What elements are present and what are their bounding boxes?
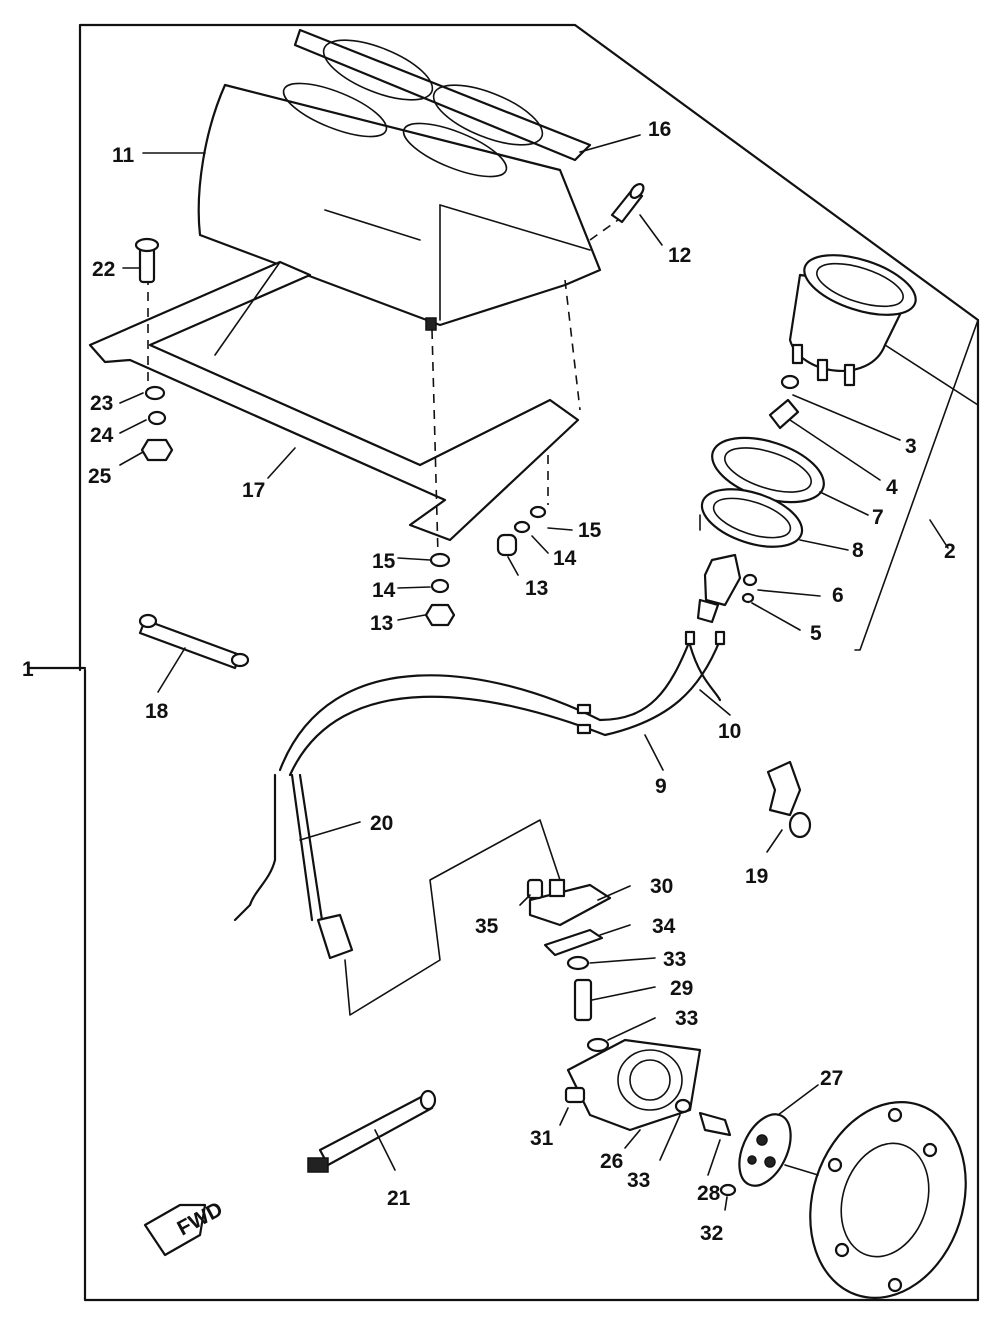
label-35: 35 bbox=[475, 915, 499, 938]
label-27: 27 bbox=[820, 1067, 843, 1090]
gear-housing bbox=[559, 1038, 737, 1211]
drive-gear bbox=[738, 1084, 819, 1187]
label-5: 5 bbox=[810, 622, 822, 645]
label-29: 29 bbox=[670, 977, 693, 1000]
label-15-a: 15 bbox=[372, 550, 396, 573]
label-7: 7 bbox=[872, 506, 884, 529]
meter-cover bbox=[197, 82, 602, 331]
label-13-b: 13 bbox=[525, 577, 548, 600]
label-14-b: 14 bbox=[553, 547, 577, 570]
speedometer-cable bbox=[233, 773, 561, 1016]
leader-lines-right bbox=[751, 319, 979, 651]
meter-housing bbox=[696, 436, 825, 624]
meter-gasket bbox=[293, 28, 592, 162]
label-9: 9 bbox=[655, 775, 667, 798]
label-10: 10 bbox=[718, 720, 741, 743]
bolt-12 bbox=[610, 182, 645, 224]
label-26: 26 bbox=[600, 1150, 623, 1173]
leader-lines-left bbox=[119, 134, 663, 621]
wiring-harness bbox=[278, 630, 731, 777]
label-15-b: 15 bbox=[578, 519, 602, 542]
label-3: 3 bbox=[905, 435, 917, 458]
cable-clip bbox=[766, 760, 812, 853]
label-21: 21 bbox=[387, 1187, 411, 1210]
label-24: 24 bbox=[90, 424, 114, 447]
cable-guide bbox=[138, 613, 250, 693]
label-33-a: 33 bbox=[663, 948, 686, 971]
label-32: 32 bbox=[700, 1222, 723, 1245]
speedometer-unit bbox=[768, 254, 917, 430]
label-19: 19 bbox=[745, 865, 768, 888]
label-4: 4 bbox=[886, 476, 898, 499]
label-13-a: 13 bbox=[370, 612, 393, 635]
label-28: 28 bbox=[697, 1182, 721, 1205]
label-34: 34 bbox=[652, 915, 676, 938]
label-11: 11 bbox=[112, 144, 135, 167]
label-8: 8 bbox=[852, 539, 864, 562]
wheel-hub bbox=[784, 1101, 967, 1299]
bolt-stack-center bbox=[424, 505, 547, 627]
part-labels: 1 2 3 4 5 6 7 8 9 10 11 12 13 13 14 14 1… bbox=[22, 118, 956, 1245]
label-16: 16 bbox=[648, 118, 671, 141]
label-31: 31 bbox=[530, 1127, 554, 1150]
label-12: 12 bbox=[668, 244, 691, 267]
speedo-gear-unit bbox=[519, 878, 656, 1053]
bolt-stack-left bbox=[134, 237, 174, 462]
label-2: 2 bbox=[944, 540, 956, 563]
label-33-b: 33 bbox=[675, 1007, 698, 1030]
label-18: 18 bbox=[145, 700, 169, 723]
tool-21 bbox=[307, 1089, 437, 1173]
forward-arrow-badge: FWD bbox=[143, 1198, 227, 1257]
label-17: 17 bbox=[242, 479, 265, 502]
label-22: 22 bbox=[92, 258, 115, 281]
label-23: 23 bbox=[90, 392, 113, 415]
meter-stay bbox=[88, 260, 580, 542]
label-25: 25 bbox=[88, 465, 112, 488]
label-20: 20 bbox=[370, 812, 393, 835]
label-14-a: 14 bbox=[372, 579, 396, 602]
label-1: 1 bbox=[22, 658, 34, 681]
label-30: 30 bbox=[650, 875, 673, 898]
label-33-c: 33 bbox=[627, 1169, 650, 1192]
label-6: 6 bbox=[832, 584, 844, 607]
